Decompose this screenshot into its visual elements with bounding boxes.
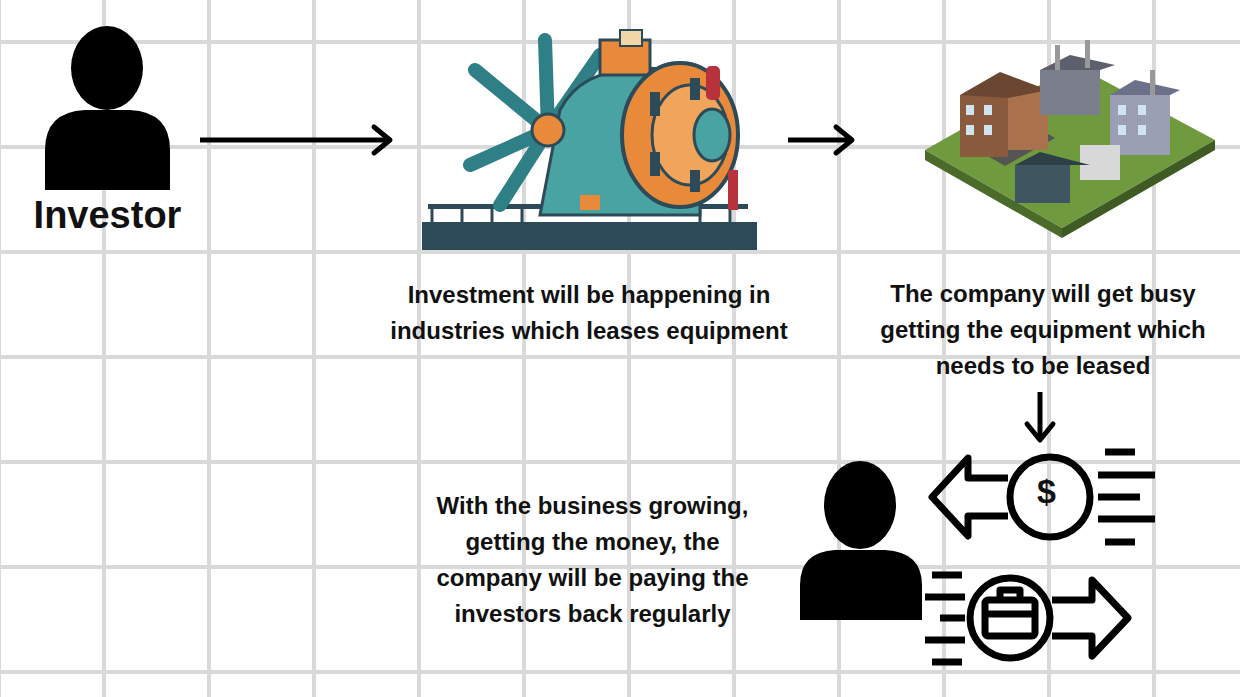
node-text: With the business growing, getting the m… bbox=[410, 488, 775, 632]
node-text: The company will get busy getting the eq… bbox=[852, 276, 1234, 384]
investor-node: Investor bbox=[15, 20, 200, 255]
briefcase-in-icon bbox=[925, 575, 1128, 662]
flow-arrow bbox=[1027, 392, 1053, 440]
company-node: The company will get busy getting the eq… bbox=[852, 40, 1234, 392]
flow-arrow bbox=[788, 127, 852, 153]
node-text: Investment will be happening in industri… bbox=[390, 277, 788, 349]
person-icon bbox=[800, 461, 922, 620]
machine-illustration bbox=[422, 30, 757, 250]
money-out-icon bbox=[932, 452, 1155, 542]
dollar-symbol: $ bbox=[1037, 474, 1056, 508]
flow-arrow bbox=[200, 127, 390, 153]
person-icon bbox=[45, 26, 170, 190]
city-illustration bbox=[925, 40, 1215, 238]
node-text: Investor bbox=[15, 192, 200, 238]
repayment-node: With the business growing, getting the m… bbox=[405, 440, 1165, 655]
industry-node: Investment will be happening in industri… bbox=[390, 25, 788, 385]
